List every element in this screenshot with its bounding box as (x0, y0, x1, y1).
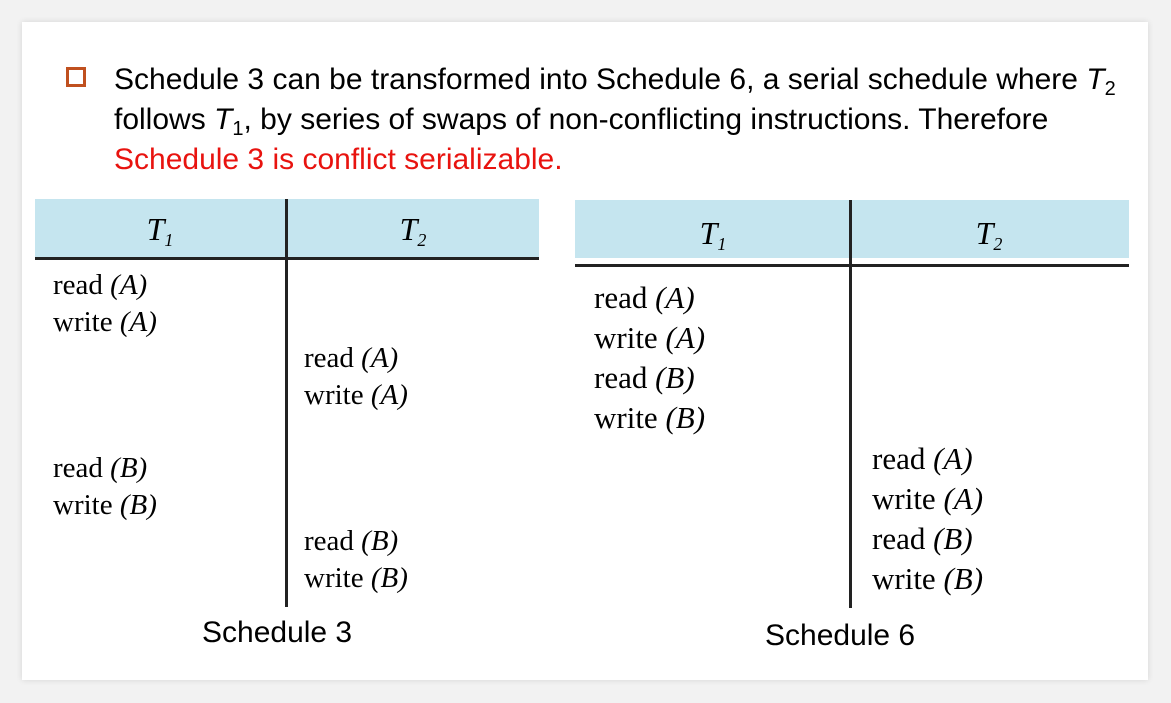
operation: write (A) (53, 306, 157, 338)
operation: write (B) (53, 489, 157, 521)
bullet-subscript: 1 (232, 118, 244, 140)
operation: write (A) (872, 481, 984, 516)
operation: write (A) (594, 320, 706, 355)
schedule-6-caption: Schedule 6 (765, 619, 916, 652)
operation: read (A) (594, 280, 695, 315)
bullet-text-part: follows (114, 103, 215, 136)
bullet-text-part: , by series of swaps of non-conflicting … (243, 103, 1049, 136)
bullet-subscript: 2 (1104, 78, 1116, 100)
operation: read (A) (53, 269, 148, 301)
bullet-variable: T (1086, 63, 1105, 96)
header-divider (575, 264, 1129, 267)
operation: read (A) (872, 441, 973, 476)
operation: write (B) (872, 561, 984, 596)
slide: Schedule 3 can be transformed into Sched… (22, 22, 1148, 680)
operation: write (A) (304, 379, 408, 411)
schedule-3-caption: Schedule 3 (202, 616, 353, 649)
bullet-text-part: Schedule 3 can be transformed into Sched… (114, 63, 1087, 96)
column-divider (285, 199, 288, 607)
operation: read (B) (304, 525, 399, 557)
column-header-t1: T1 (699, 215, 727, 254)
column-header-t2: T2 (975, 215, 1003, 254)
operation: read (A) (304, 342, 399, 374)
table-header (575, 200, 1129, 258)
bullet-text: Schedule 3 can be transformed into Sched… (114, 60, 1124, 180)
operation: write (B) (304, 562, 408, 594)
operation: read (B) (872, 521, 973, 556)
operation: read (B) (594, 360, 695, 395)
column-divider (849, 200, 852, 608)
schedule-6-table: T1 T2 read (A) write (A) read (B) write … (575, 200, 1130, 610)
column-header-t2: T2 (399, 211, 427, 250)
column-header-t1: T1 (146, 211, 174, 250)
operation: read (B) (53, 452, 148, 484)
operation: write (B) (594, 400, 706, 435)
schedule-3-table: T1 T2 read (A) write (A) read (A) write … (35, 199, 540, 609)
square-bullet-icon (66, 67, 86, 87)
bullet-highlight: Schedule 3 is conflict serializable. (114, 143, 563, 176)
bullet-variable: T (214, 103, 233, 136)
